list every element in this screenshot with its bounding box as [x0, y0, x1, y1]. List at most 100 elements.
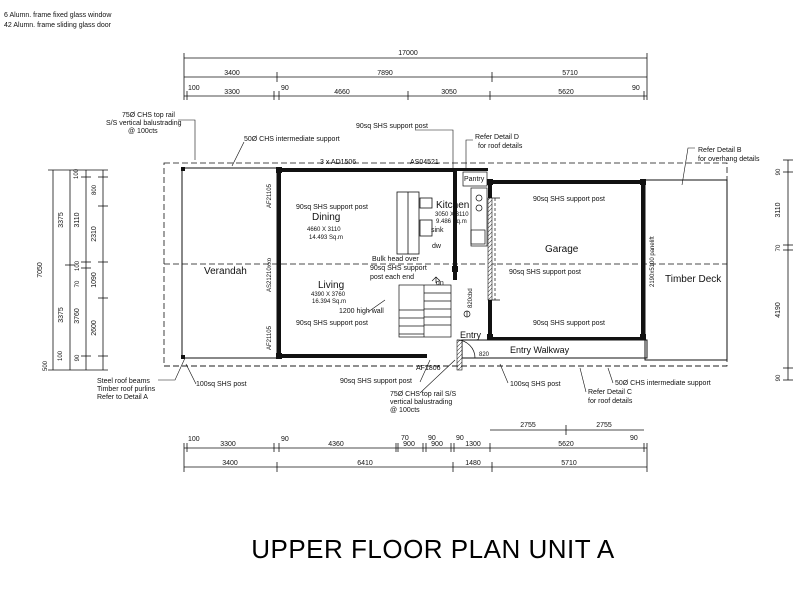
- leader-lines: [158, 119, 695, 394]
- dim-overall-width: 17000: [398, 50, 418, 57]
- left-dimension-lines: [48, 169, 108, 371]
- note-post-90-bottom: 90sq SHS support post: [340, 378, 412, 385]
- note-high-wall: 1200 high wall: [339, 308, 384, 315]
- label-af21105-bottom: AF21105: [267, 325, 273, 350]
- note-top-rail-1: 75Ø CHS top rail: [122, 112, 175, 119]
- dim-right-d: 4190: [775, 302, 782, 318]
- note-refer-c-1: Refer Detail C: [588, 389, 632, 396]
- note-bot-rail-2: vertical balustrading: [390, 399, 452, 406]
- kitchen-island: [396, 191, 433, 255]
- room-entry: Entry: [460, 330, 482, 340]
- dim-bottom-row1-l: 5620: [558, 441, 574, 448]
- dim-bottom-row1-a: 100: [188, 436, 200, 443]
- note-post-100-left: 100sq SHS post: [196, 381, 247, 388]
- note-chs-support: 50Ø CHS intermediate support: [244, 136, 340, 143]
- room-living-area: 16.394 Sq.m: [312, 299, 346, 305]
- note-shs-garage-bottom: 90sq SHS support post: [533, 320, 605, 327]
- label-dn: dn: [436, 280, 444, 287]
- note-refer-d-2: for roof details: [478, 143, 523, 150]
- dim-top-row2-d: 4660: [334, 89, 350, 96]
- dim-left-inner-i: 2600: [91, 320, 98, 336]
- dim-bottom-row1-e: 70: [401, 435, 409, 442]
- bottom-dimension-lines: [183, 425, 648, 472]
- note-bulkhead-3: post each end: [370, 274, 414, 281]
- top-dimension-lines: [183, 53, 648, 100]
- room-dining-size: 4660 X 3110: [307, 227, 341, 233]
- room-dining: Dining: [312, 212, 340, 223]
- label-ad1506: 3 x AD1506: [320, 159, 356, 166]
- dim-top-row2-a: 100: [188, 85, 200, 92]
- dim-left-inner-k: 90: [75, 354, 81, 361]
- dim-left-inner-c: 3110: [74, 212, 81, 227]
- kitchen-cabinets: [462, 171, 488, 247]
- note-bulkhead-2: 90sq SHS support: [370, 265, 427, 272]
- label-cupboard: 820cbd: [468, 288, 474, 308]
- room-living: Living: [318, 280, 344, 291]
- label-af1806: AF1806: [416, 365, 441, 372]
- drawing-title: UPPER FLOOR PLAN UNIT A: [251, 534, 615, 564]
- dim-top-row1-b: 7890: [377, 70, 393, 77]
- dim-bottom-row1-c: 90: [281, 436, 289, 443]
- door-swings: [456, 197, 500, 359]
- room-living-size: 4390 X 3760: [311, 292, 346, 298]
- dim-bottom-row1-b: 3300: [220, 441, 236, 448]
- label-as21: AS21210xxo: [267, 257, 273, 292]
- dim-bottom-row1-i: 90: [456, 435, 464, 442]
- note-steel-3: Refer to Detail A: [97, 394, 148, 401]
- label-panel-lift: 2190x5100 panelift: [650, 236, 656, 287]
- dim-overall-depth: 7050: [37, 262, 44, 278]
- room-timber-deck: Timber Deck: [665, 274, 722, 285]
- dim-bottom-row2-c: 1480: [465, 460, 481, 467]
- dim-left-outer-b: 3375: [58, 307, 65, 323]
- room-kitchen-area: 9.486 Sq.m: [436, 219, 467, 225]
- note-top-rail-3: @ 100cts: [128, 128, 158, 135]
- dim-bottom-row1-d: 4360: [328, 441, 344, 448]
- dim-bottom-row2-a: 3400: [222, 460, 238, 467]
- dim-bottom-row1-j: 1300: [465, 441, 481, 448]
- note-refer-c-2: for roof details: [588, 398, 633, 405]
- label-sink: sink: [431, 227, 444, 234]
- dim-bottom-row1-g: 90: [428, 435, 436, 442]
- dim-left-inner-j: 100: [58, 350, 64, 361]
- room-pantry: Pantry: [464, 176, 485, 183]
- stairs: [398, 276, 452, 338]
- dim-bottom-row1-f: 900: [403, 441, 415, 448]
- dim-left-inner-f: 1090: [91, 272, 98, 288]
- note-shs-living: 90sq SHS support post: [296, 320, 368, 327]
- dim-right-b: 3110: [775, 202, 782, 217]
- thick-walls: [277, 168, 645, 358]
- dim-bottom-row1-k: 2755: [520, 422, 536, 429]
- note-chs-bottom: 50Ø CHS intermediate support: [615, 380, 711, 387]
- legend-line-2: 42 Alumn. frame sliding glass door: [4, 22, 112, 29]
- note-shs-mid: 90sq SHS support post: [509, 269, 581, 276]
- note-bot-rail-1: 75Ø CHS top rail S/S: [390, 391, 456, 398]
- note-shs-dining: 90sq SHS support post: [296, 204, 368, 211]
- dim-top-row2-g: 90: [632, 85, 640, 92]
- dim-right-a: 90: [776, 168, 782, 175]
- note-shs-garage-top: 90sq SHS support post: [533, 196, 605, 203]
- dim-left-inner-h: 3760: [74, 308, 81, 324]
- dim-top-row2-e: 3050: [441, 89, 457, 96]
- label-as04521: AS04521: [410, 159, 439, 166]
- dim-top-row1-a: 3400: [224, 70, 240, 77]
- dim-bottom-row1-n: 90: [630, 435, 638, 442]
- room-dining-area: 14.493 Sq.m: [309, 235, 343, 241]
- dim-bottom-row2-b: 6410: [357, 460, 373, 467]
- room-entry-walkway: Entry Walkway: [510, 345, 570, 355]
- dim-top-row2-c: 90: [281, 85, 289, 92]
- room-kitchen-size: 3050 X 3110: [435, 212, 469, 218]
- dim-top-row1-c: 5710: [562, 70, 578, 77]
- dim-top-row2-b: 3300: [224, 89, 240, 96]
- dim-bottom-row1-m: 2755: [596, 422, 612, 429]
- dim-left-inner-d: 2310: [91, 226, 98, 242]
- dim-right-c: 70: [776, 244, 782, 251]
- room-verandah: Verandah: [204, 266, 247, 277]
- room-garage: Garage: [545, 244, 579, 255]
- dim-left-inner-g: 70: [75, 280, 81, 287]
- dim-left-inner-e: 100: [75, 260, 81, 271]
- legend-line-1: 6 Alumn. frame fixed glass window: [4, 12, 112, 19]
- dim-top-row2-f: 5620: [558, 89, 574, 96]
- label-af21105-top: AF21105: [267, 183, 273, 208]
- support-posts: [181, 167, 646, 359]
